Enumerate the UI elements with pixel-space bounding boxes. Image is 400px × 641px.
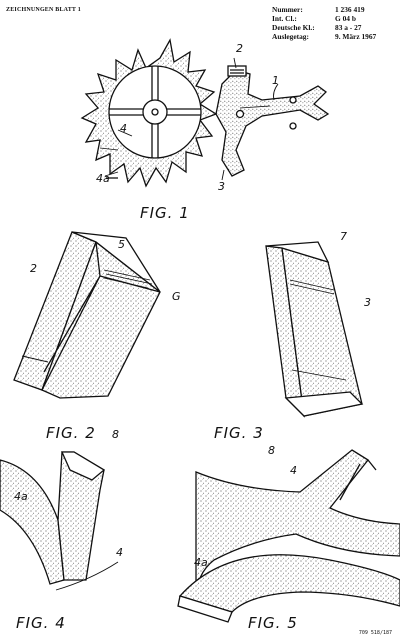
fig3-block	[265, 241, 364, 418]
metadata-label: Nummer:	[272, 5, 303, 14]
metadata-label: Int. Cl.:	[272, 14, 297, 24]
fig2-label-8: 8	[112, 428, 119, 441]
fig2-block	[13, 231, 161, 399]
fig1-escape-wheel	[80, 38, 330, 188]
metadata-row-deutsche-kl: Deutsche Kl.: 83 a - 27	[272, 23, 396, 32]
metadata-value: 1 236 419	[335, 5, 365, 14]
fig1-pallet	[227, 65, 247, 77]
metadata-row-auslegetag: Auslegetag: 9. März 1967	[272, 32, 396, 41]
fig1-label-4: 4	[120, 122, 127, 135]
fig4-label-4a: 4a	[14, 490, 28, 503]
fig3-top-face	[265, 241, 330, 264]
fig4-caption: FIG. 4	[16, 614, 66, 632]
fig1-caption: FIG. 1	[140, 204, 190, 222]
metadata-value: G 04 b	[335, 14, 356, 24]
fig5-arm	[195, 449, 400, 601]
fig3-label-7: 7	[340, 230, 347, 243]
patent-metadata: Nummer: 1 236 419 Int. Cl.: G 04 b Deutsch…	[272, 5, 396, 41]
metadata-value: 83 a - 27	[335, 23, 362, 33]
fig2-label-5: 5	[118, 238, 125, 251]
fig5-partial-view	[177, 449, 400, 623]
fig2-label-2: 2	[30, 262, 37, 275]
metadata-row-number: Nummer: 1 236 419	[272, 5, 396, 14]
fig5-caption: FIG. 5	[248, 614, 298, 632]
fig3-caption: FIG. 3	[214, 424, 264, 442]
metadata-row-intcl: Int. Cl.: G 04 b	[272, 14, 396, 23]
footer-code: 709 518/187	[358, 630, 392, 636]
metadata-label: Auslegetag:	[272, 32, 309, 42]
fig3-label-8: 8	[268, 444, 275, 457]
fig1-label-1: 1	[272, 74, 279, 87]
fig4-rim	[0, 459, 65, 585]
metadata-value: 9. März 1967	[335, 32, 377, 42]
fig3-label-3: 3	[364, 296, 371, 309]
fig2-side-face	[41, 240, 161, 399]
sheet-label: ZEICHNUNGEN BLATT 1	[6, 7, 81, 13]
fig5-label-4: 4	[290, 464, 297, 477]
fig1-label-2: 2	[236, 42, 243, 55]
fig4-label-4: 4	[116, 546, 123, 559]
fig1-wheel-spokes	[109, 66, 201, 158]
fig1-label-3: 3	[218, 180, 225, 193]
fig1-label-4a: 4a	[96, 172, 110, 185]
fig5-label-4a: 4a	[194, 556, 208, 569]
fig1-anchor-lever	[215, 69, 330, 177]
metadata-label: Deutsche Kl.:	[272, 23, 315, 33]
fig4-partial-view	[0, 451, 119, 591]
fig2-caption: FIG. 2	[46, 424, 96, 442]
fig2-label-g: G	[172, 290, 181, 303]
fig5-rim	[178, 554, 400, 613]
